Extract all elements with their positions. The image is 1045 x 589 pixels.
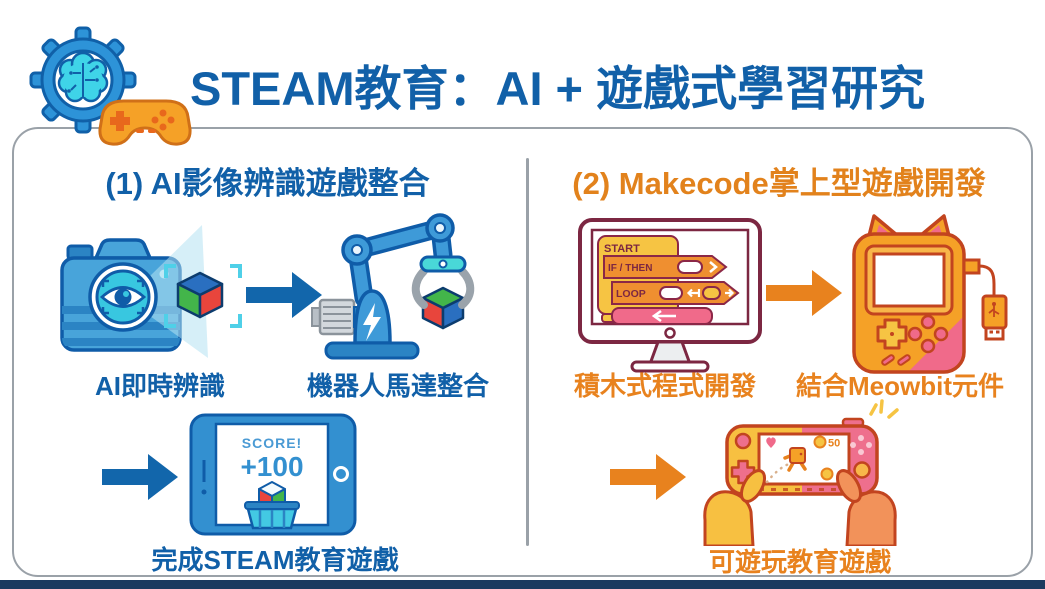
right-thumb [835, 469, 863, 503]
monitor-stand [630, 340, 710, 373]
meowbit-dpad [876, 318, 908, 350]
coin-icon-2 [820, 467, 834, 481]
score-label: SCORE! [242, 435, 302, 451]
section1-heading: (1) AI影像辨識遊戲整合 [105, 166, 430, 201]
camera-eye-lens [88, 262, 158, 332]
gripped-cube [421, 286, 465, 330]
robot-body [324, 289, 420, 360]
meowbit-buttons [907, 314, 949, 354]
sparkle-marks [869, 399, 899, 419]
robot-arm-segments [341, 213, 455, 308]
ai-camera-icon [52, 218, 292, 368]
left-thumb [739, 469, 767, 503]
meowbit-device-icon [838, 208, 1018, 376]
code-block-loop: LOOP [611, 281, 740, 305]
detection-frame [164, 264, 242, 328]
pixel-character [783, 447, 807, 472]
gamepad-icon [98, 99, 192, 146]
svg-text:LOOP: LOOP [616, 288, 646, 300]
gear-brain-icon [29, 26, 137, 134]
coin-icon [813, 435, 827, 449]
flow-arrow-blue-2 [102, 452, 180, 502]
caption-playable-game: 可遊玩教育遊戲 [708, 547, 891, 577]
column-divider [526, 158, 529, 546]
svg-text:START: START [604, 243, 640, 255]
caption-robot-motor: 機器人馬達整合 [306, 371, 489, 401]
code-block-pink [611, 307, 713, 325]
caption-block-coding: 積木式程式開發 [573, 371, 756, 401]
meowbit-speaker [881, 354, 911, 366]
score-value: +100 [240, 451, 303, 482]
robot-motor [311, 298, 363, 336]
basket [244, 501, 300, 530]
monitor-power-light [664, 327, 676, 339]
bottom-bar [0, 580, 1045, 589]
handheld-gameplay-icon: 50 [685, 396, 915, 546]
console-buttons-right [850, 435, 872, 455]
tablet-home-button [333, 466, 349, 482]
caption-ai-recognition: AI即時辨識 [94, 371, 225, 401]
flow-arrow-orange-1 [766, 268, 844, 318]
game-score: 50 [828, 438, 840, 450]
meowbit-screen [864, 244, 954, 316]
score-tablet-icon: SCORE! +100 [188, 412, 358, 537]
robot-arm-icon [306, 203, 511, 381]
robot-gripper [411, 255, 475, 309]
console-button-round [853, 461, 871, 479]
code-block-if-then: IF / THEN [603, 255, 728, 279]
flow-arrow-blue-1 [246, 270, 324, 320]
block-code-monitor-icon: START IF / THEN LOOP [576, 216, 766, 374]
detected-cube [176, 271, 224, 319]
page-title: STEAM教育：AI + 遊戲式學習研究 [190, 62, 926, 115]
caption-meowbit: 結合Meowbit元件 [796, 371, 1004, 401]
left-hand [703, 490, 755, 546]
logo [20, 25, 195, 150]
flow-arrow-orange-2 [610, 452, 688, 502]
jump-trajectory [765, 462, 791, 484]
heart-icon [766, 437, 776, 448]
console-button-left [734, 432, 752, 450]
svg-text:IF / THEN: IF / THEN [608, 263, 652, 274]
section2-heading: (2) Makecode掌上型遊戲開發 [572, 166, 986, 201]
usb-cable-plug [962, 258, 1008, 341]
caption-steam-game-done: 完成STEAM教育遊戲 [151, 545, 399, 575]
